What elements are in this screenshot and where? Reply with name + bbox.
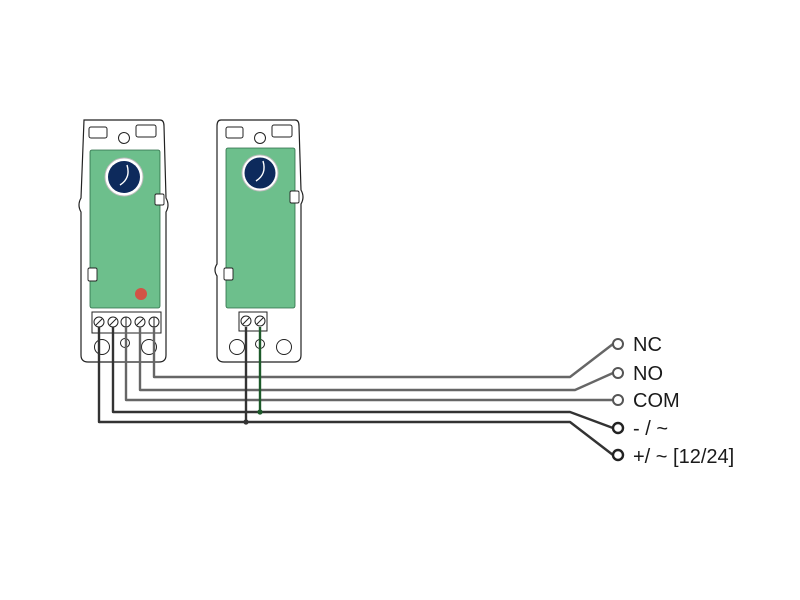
screw-slot	[95, 318, 103, 326]
transmitter-mount-slot-left	[225, 126, 244, 139]
screw-slot	[136, 318, 144, 326]
receiver-device	[78, 119, 169, 363]
transmitter-mount-hole	[254, 132, 266, 144]
terminal-positive-connector	[611, 448, 625, 462]
transmitter-cable-hole-right	[276, 339, 292, 355]
terminal-label-negative: - / ~	[633, 418, 668, 440]
receiver-lens-highlight	[119, 164, 129, 186]
transmitter-terminal-screws	[240, 315, 266, 327]
terminal-labels: NC NO COM - / ~ +/ ~ [12/24]	[633, 334, 734, 468]
wire-junction	[257, 409, 263, 415]
receiver-mount-slot-left	[88, 126, 108, 139]
transmitter-device	[214, 119, 304, 363]
terminal-com-connector	[612, 394, 624, 406]
receiver-circuit-board	[89, 149, 161, 309]
receiver-cable-hole-right	[141, 339, 157, 355]
wire-nc	[152, 327, 614, 379]
transmitter-circuit-board	[225, 147, 296, 309]
wire-junction	[243, 419, 249, 425]
transmitter-side-clip-right	[289, 190, 300, 204]
transmitter-cable-hole-left	[229, 339, 245, 355]
wire-com	[124, 327, 613, 402]
wire-positive	[97, 327, 614, 456]
terminal-connectors	[611, 338, 625, 462]
receiver-mount-slot-right	[135, 124, 157, 138]
receiver-mount-hole	[118, 132, 130, 144]
wire-negative	[111, 327, 614, 430]
terminal-nc-connector	[612, 338, 624, 350]
screw-slot	[242, 317, 250, 325]
terminal-label-com: COM	[633, 390, 680, 412]
terminal-no-connector	[612, 367, 624, 379]
transmitter-mount-slot-right	[271, 124, 293, 138]
transmitter-side-clip-left	[223, 267, 234, 281]
receiver-side-clip-right	[154, 193, 165, 206]
receiver-terminal-screws	[93, 316, 160, 328]
terminal-negative-connector	[611, 421, 625, 435]
terminal-label-nc: NC	[633, 334, 662, 356]
receiver-status-led	[135, 288, 147, 300]
wire-no	[138, 327, 614, 392]
screw-slot	[256, 317, 264, 325]
receiver-lens	[108, 161, 140, 193]
wires	[97, 327, 614, 456]
receiver-side-clip-left	[87, 267, 98, 282]
screw-slot	[109, 318, 117, 326]
terminal-label-positive: +/ ~ [12/24]	[633, 446, 734, 468]
receiver-cable-hole-left	[94, 339, 110, 355]
terminal-label-no: NO	[633, 363, 663, 385]
transmitter-lens-highlight	[255, 160, 265, 182]
transmitter-lens	[244, 157, 276, 189]
